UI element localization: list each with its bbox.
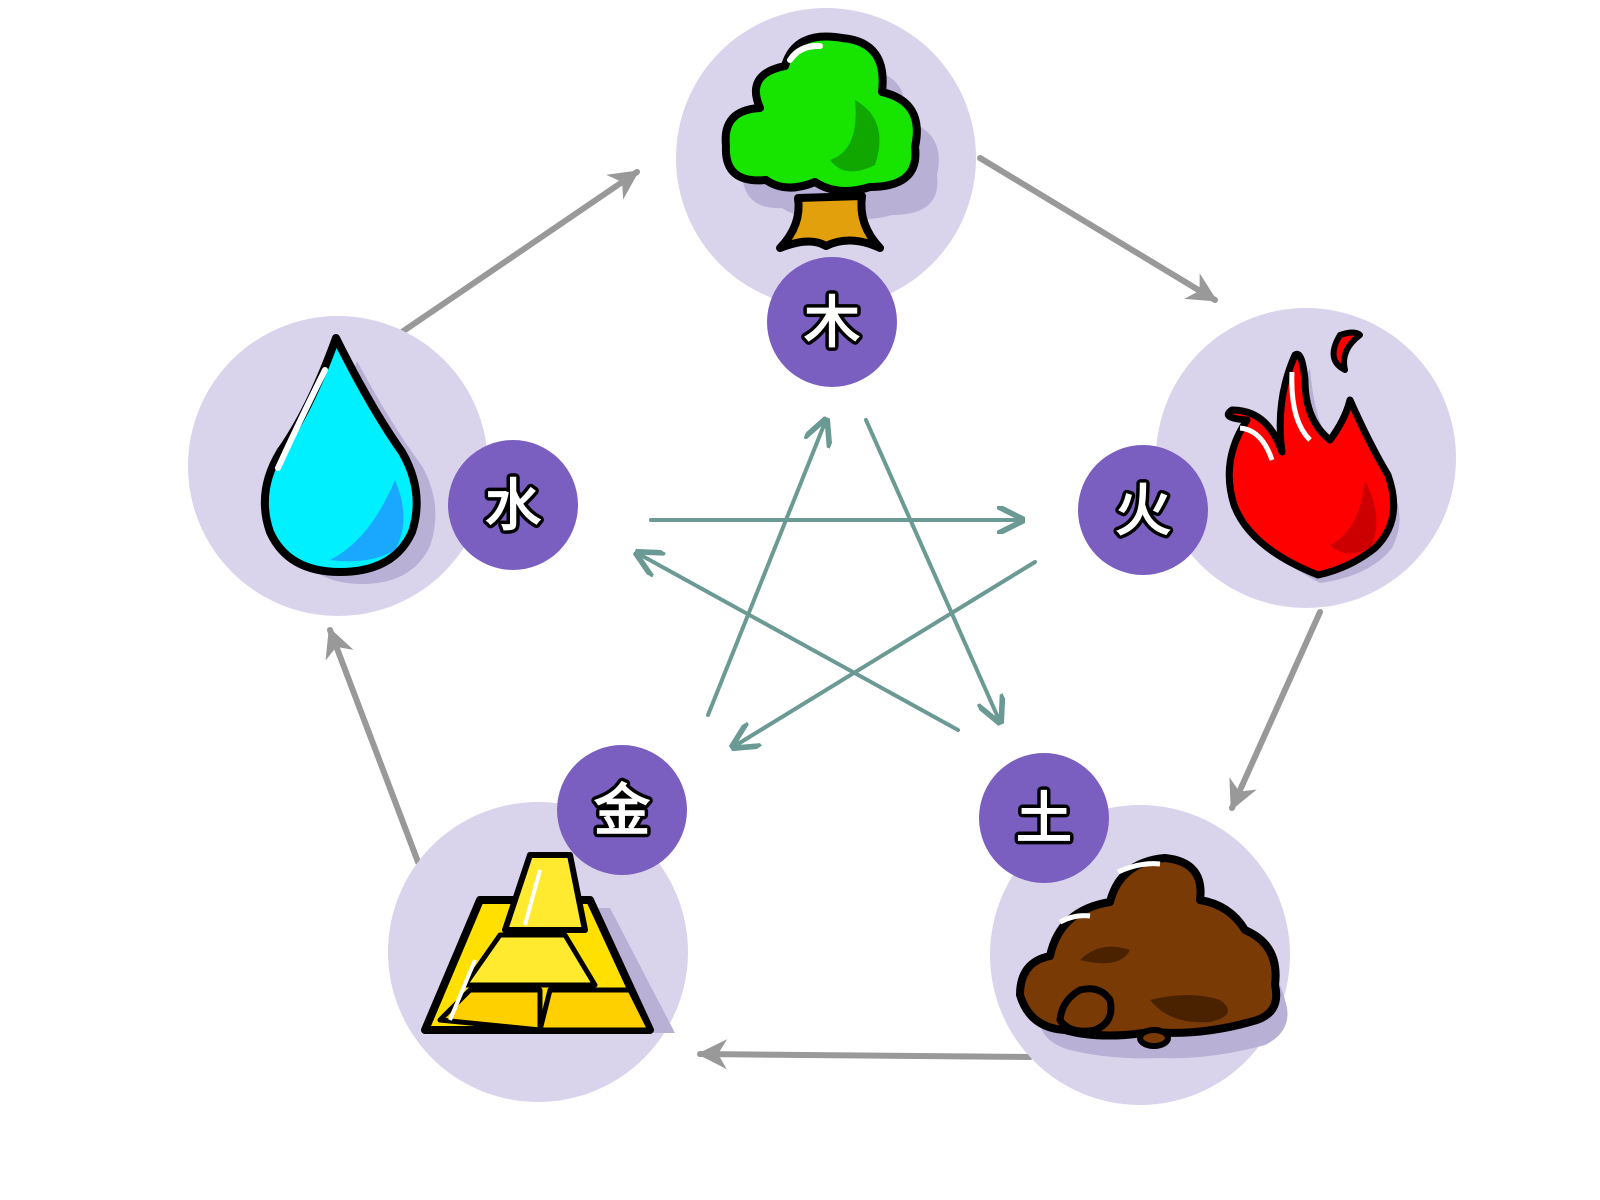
water-drop-icon xyxy=(260,334,436,584)
arrow-earth-to-water xyxy=(637,553,960,732)
arrow-fire-to-metal xyxy=(733,560,1037,747)
badge-fire: 火 xyxy=(1078,445,1208,575)
overcoming-cycle-arrows xyxy=(637,418,1037,747)
soil-pile-icon xyxy=(1016,854,1288,1059)
badges: 木 火 土 金 水 xyxy=(448,257,1208,883)
badge-water: 水 xyxy=(448,440,578,570)
arrow-wood-to-earth xyxy=(864,418,1000,722)
badge-fire-label: 火 xyxy=(1115,479,1171,544)
arrow-water-to-wood xyxy=(399,169,640,335)
tree-icon xyxy=(721,32,939,252)
badge-wood: 木 xyxy=(767,257,897,387)
arrow-wood-to-fire xyxy=(977,155,1218,303)
badge-wood-label: 木 xyxy=(804,291,860,356)
badge-earth: 土 xyxy=(979,753,1109,883)
arrow-metal-to-water xyxy=(325,627,421,865)
badge-water-label: 水 xyxy=(485,474,542,539)
arrow-metal-to-wood xyxy=(706,420,826,717)
arrow-fire-to-earth xyxy=(1229,609,1323,811)
flame-icon xyxy=(1224,329,1400,583)
badge-metal: 金 xyxy=(557,745,687,875)
gold-bars-icon xyxy=(421,852,675,1034)
badge-earth-label: 土 xyxy=(1016,787,1072,852)
arrow-earth-to-metal xyxy=(697,1039,1033,1070)
generating-cycle-arrows xyxy=(325,155,1323,1070)
badge-metal-label: 金 xyxy=(593,779,651,844)
